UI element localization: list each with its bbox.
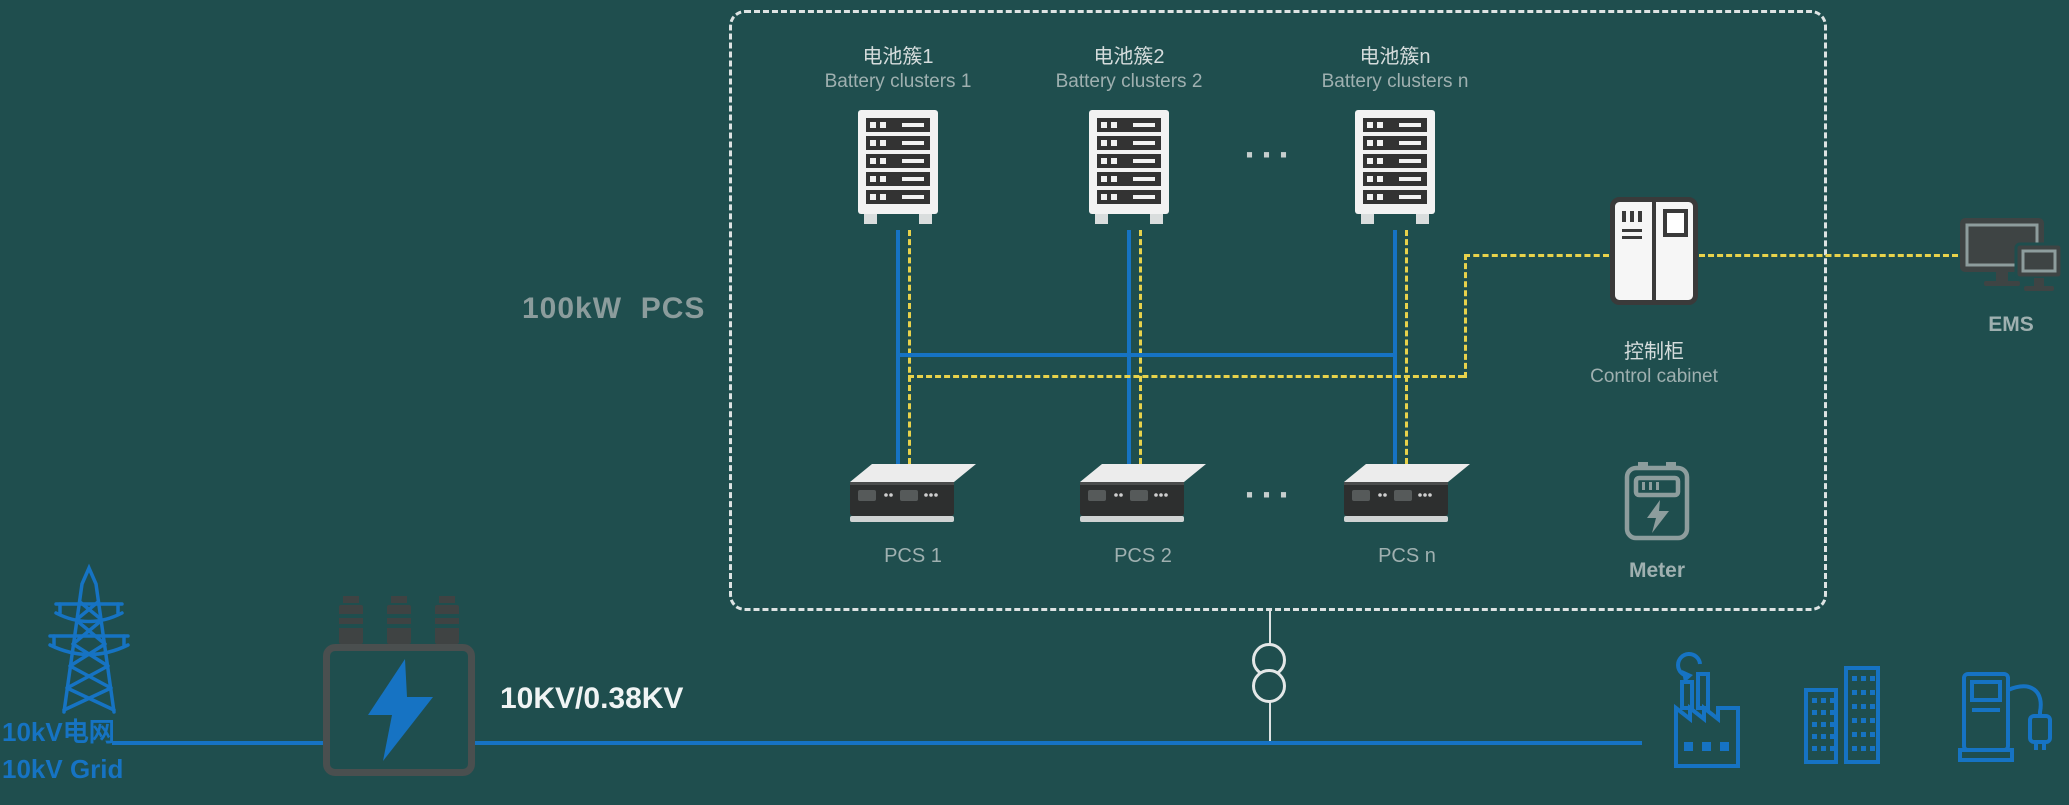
pcs-unit-icon [850,464,976,522]
transformer-ratio-label: 10KV/0.38KV [500,682,684,715]
factory-icon [1674,652,1740,768]
ems-label: EMS [1988,313,2034,336]
dc-line-cluster1 [896,230,900,464]
ems-monitor-icon [1960,218,2064,291]
pcs-ellipsis: ··· [1244,474,1296,515]
battery-cluster-n: 电池簇n Battery clusters n [1285,44,1505,229]
pcs-unit-icon [1344,464,1470,522]
meter: Meter [1572,460,1742,583]
battery-cluster-1-label-en: Battery clusters 1 [824,71,972,92]
lightning-bolt-icon [368,659,433,761]
grid-label: 10kV电网 10kV Grid [2,714,162,788]
comm-line-clustern [1405,230,1408,464]
grid-label-en: 10kV Grid [2,754,124,784]
clusters-ellipsis: ··· [1244,134,1296,175]
pcs-system-label: 100kW PCS [522,292,706,325]
transformer-bushings-icon [339,596,459,644]
dc-bus-line [896,353,1397,357]
ev-charger-icon [1958,672,2052,762]
battery-cluster-2-label-en: Battery clusters 2 [1055,71,1203,92]
buildings-icon [1804,666,1880,764]
comm-bus-line [908,375,1464,378]
battery-rack-icon [858,110,938,224]
control-cabinet-label-en: Control cabinet [1590,366,1718,387]
comm-riser-line [1464,254,1467,378]
pcs-unit-icon [1080,464,1206,522]
system-boundary-box [729,10,1827,611]
meter-icon [1624,462,1690,541]
control-cabinet: 控制柜 Control cabinet [1544,196,1764,389]
comm-line-cluster1 [908,230,911,464]
comm-line-cluster2 [1139,230,1142,464]
control-cabinet-label-zh: 控制柜 [1624,341,1684,363]
transformer-icon [323,644,475,776]
battery-cluster-2-label-zh: 电池簇2 [1093,46,1165,68]
grid-label-zh: 10kV电网 [2,717,115,747]
pcs-unit-2-label: PCS 2 [1114,545,1172,567]
pcs-unit-n: PCS n [1342,462,1472,568]
pcs-unit-1-label: PCS 1 [884,545,942,567]
control-cabinet-icon [1610,197,1698,305]
transmission-tower-icon [48,563,130,714]
battery-rack-icon [1355,110,1435,224]
battery-rack-icon [1089,110,1169,224]
ems: EMS [1936,218,2069,337]
comm-line-cabinet-to-ems [1699,254,1958,257]
battery-cluster-1: 电池簇1 Battery clusters 1 [788,44,1008,229]
dc-line-clustern [1393,230,1397,464]
pcs-unit-2: PCS 2 [1078,462,1208,568]
comm-line-to-cabinet [1464,254,1609,257]
battery-cluster-n-label-zh: 电池簇n [1359,46,1431,68]
coupling-circles-icon [1252,643,1286,703]
battery-cluster-2: 电池簇2 Battery clusters 2 [1019,44,1239,229]
pcs-unit-1: PCS 1 [848,462,978,568]
pcs-unit-n-label: PCS n [1378,545,1436,567]
battery-cluster-1-label-zh: 电池簇1 [862,46,934,68]
battery-cluster-n-label-en: Battery clusters n [1321,71,1469,92]
dc-line-cluster2 [1127,230,1131,464]
grid-bus-line [112,741,1642,745]
meter-label: Meter [1628,559,1686,582]
